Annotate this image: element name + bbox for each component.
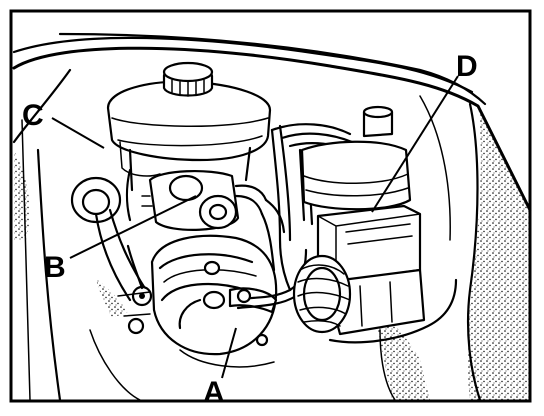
leader-line-b: [69, 195, 197, 259]
callout-label-d: D: [456, 50, 478, 83]
callout-label-c: C: [22, 99, 44, 132]
brake-fluid-reservoir: [106, 61, 272, 192]
firewall-grommet: [70, 176, 148, 302]
mounting-hardware: [117, 168, 269, 347]
callout-label-a: A: [203, 376, 225, 409]
callout-label-b: B: [44, 251, 66, 284]
leader-lines: [51, 75, 459, 379]
abs-hydraulic-unit: [300, 105, 426, 336]
leader-line-c: [51, 117, 105, 149]
abs-pump-coil: [292, 254, 352, 334]
figure-frame: [9, 9, 532, 403]
leader-line-a: [221, 327, 237, 379]
master-cylinder: [141, 169, 268, 231]
leader-line-d: [371, 75, 459, 213]
